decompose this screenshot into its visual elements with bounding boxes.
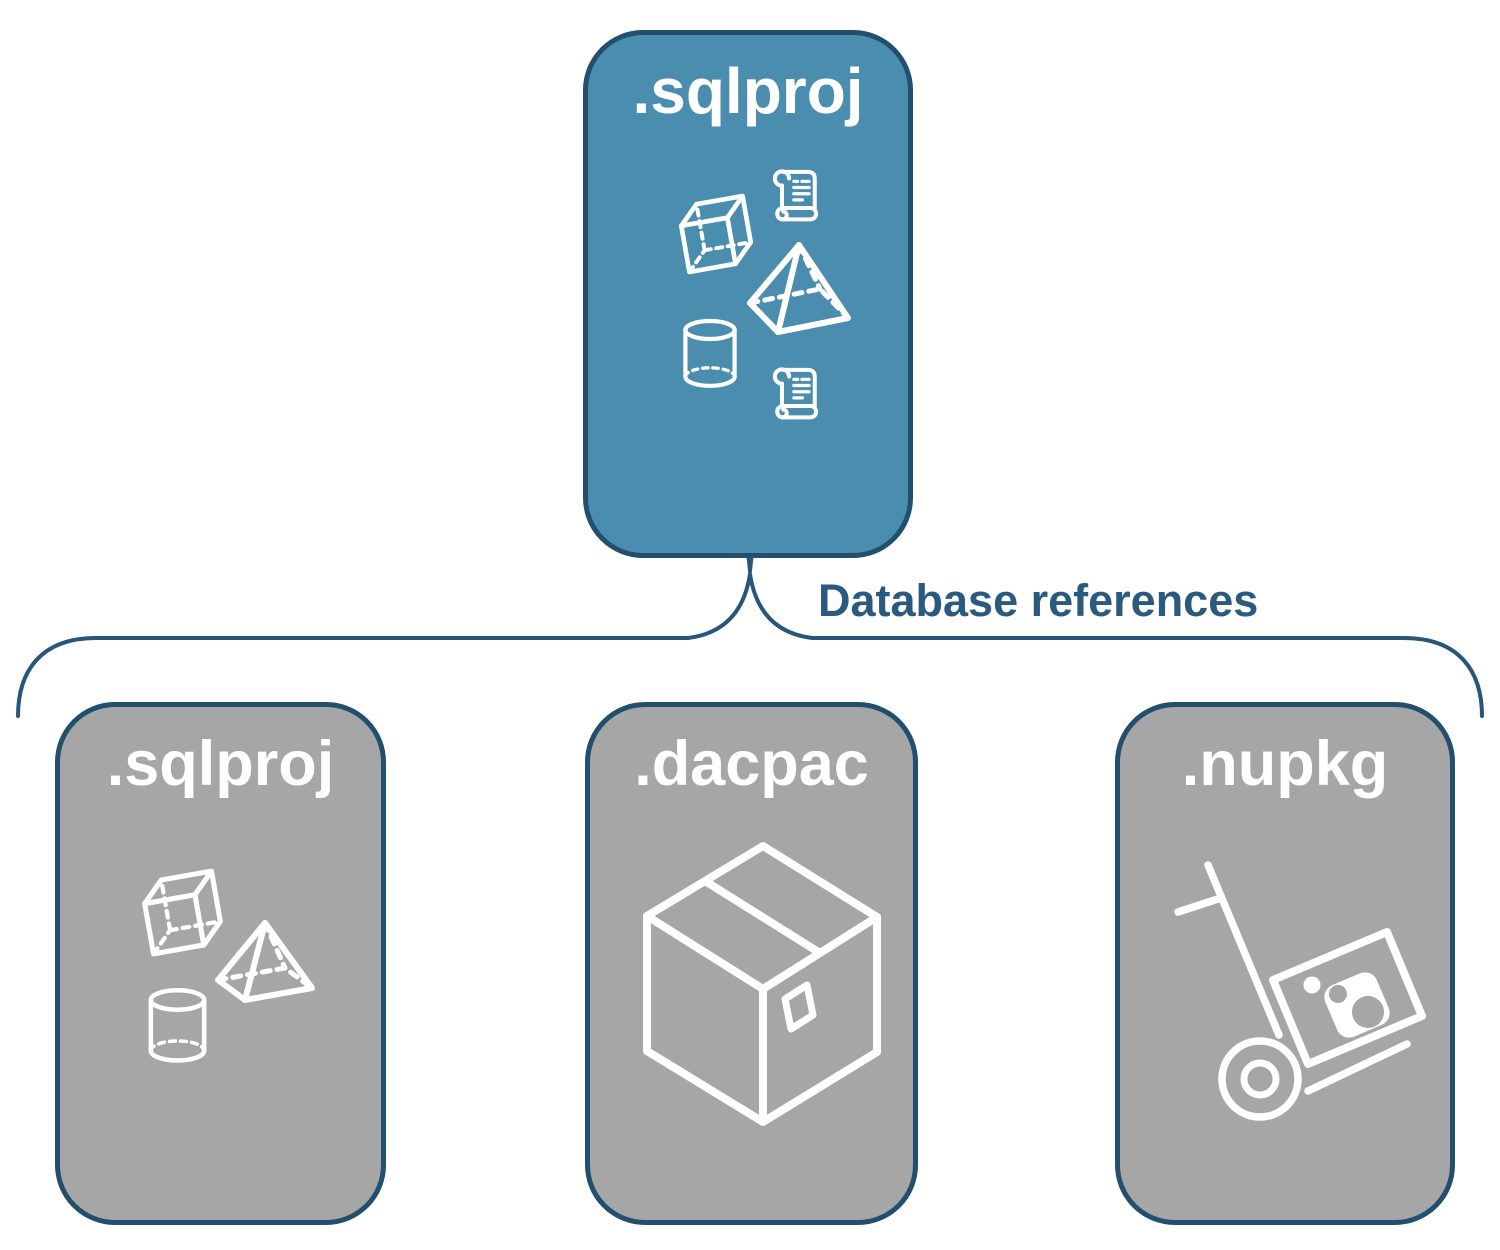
cube-icon — [141, 871, 224, 954]
node-sqlproj-child: .sqlproj — [55, 702, 386, 1225]
scroll-icon — [772, 367, 819, 420]
package-box-icon — [643, 842, 881, 1126]
sql-objects-icons — [135, 867, 315, 1077]
hand-truck-grip — [1174, 894, 1225, 916]
package-outline — [1269, 928, 1426, 1068]
node-title: .nupkg — [1181, 729, 1389, 799]
connector-label: Database references — [818, 575, 1259, 626]
node-sqlproj-root: .sqlproj — [583, 30, 913, 558]
connector-stem — [746, 557, 754, 578]
cube-icon — [678, 196, 754, 272]
pyramid-icon — [747, 242, 851, 335]
sql-objects-icons — [673, 169, 851, 420]
node-title: .sqlproj — [106, 729, 335, 799]
cylinder-icon — [151, 990, 204, 1060]
pyramid-icon — [215, 920, 315, 1003]
node-title: .sqlproj — [632, 55, 864, 127]
cylinder-icon — [685, 321, 734, 386]
hand-truck-footplate — [1304, 1040, 1411, 1095]
scroll-icon — [772, 169, 819, 222]
nuget-package-icon — [1303, 972, 1390, 1038]
node-title: .dacpac — [634, 729, 869, 799]
hand-truck-icon — [1174, 861, 1426, 1121]
hand-truck-wheel — [1218, 1037, 1302, 1121]
node-nupkg: .nupkg — [1115, 702, 1455, 1225]
hand-truck-rail — [1204, 861, 1283, 1039]
connector-brace — [16, 573, 1484, 718]
node-dacpac: .dacpac — [585, 702, 918, 1225]
